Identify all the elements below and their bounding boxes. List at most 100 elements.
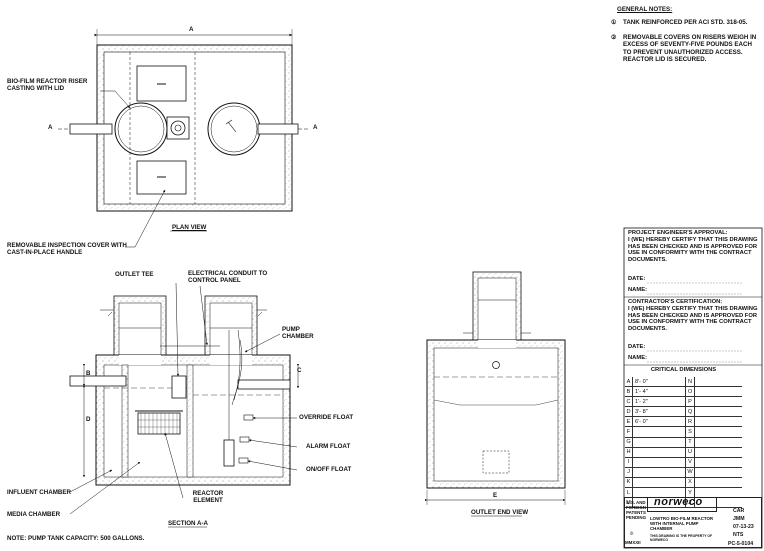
dimension-cell-k2: W bbox=[686, 467, 695, 477]
dimension-cell-blank bbox=[695, 397, 742, 406]
dimension-cell-k: L bbox=[625, 488, 633, 498]
engineer-date-label: DATE: bbox=[628, 276, 646, 282]
norweco-logo: norweco bbox=[654, 496, 703, 508]
drawing-description: LOWTRO BIO-FILM REACTOR WITH INTERNAL PU… bbox=[650, 516, 714, 531]
dimension-cell-blank bbox=[695, 417, 742, 426]
dimension-cell-blank bbox=[695, 407, 742, 416]
engineer-approval: PROJECT ENGINEER'S APPROVAL: I (WE) HERE… bbox=[628, 230, 760, 264]
general-notes-heading: GENERAL NOTES: bbox=[617, 6, 673, 13]
drawing-scale: NTS bbox=[733, 532, 744, 538]
copyright-symbol: © bbox=[630, 531, 634, 536]
dimension-cell-k: A bbox=[625, 377, 633, 387]
dimension-cell-k2: U bbox=[686, 447, 695, 457]
dimension-cell-k: I bbox=[625, 457, 633, 467]
fine-print: THIS DRAWING IS THE PROPERTY OF NORWECO bbox=[650, 534, 713, 542]
end-dim-e: E bbox=[493, 492, 498, 499]
end-view-title: OUTLET END VIEW bbox=[471, 509, 529, 516]
critical-dimensions-title: CRITICAL DIMENSIONS bbox=[650, 367, 717, 373]
dimension-cell-k2: Z bbox=[686, 498, 695, 508]
note-item: ② REMOVABLE COVERS ON RISERS WEIGH IN EX… bbox=[611, 34, 761, 64]
dimension-cell-k: K bbox=[625, 477, 633, 488]
note-item: ① TANK REINFORCED PER ACI STD. 318-05. bbox=[611, 19, 761, 26]
drawn-by: CAR bbox=[733, 508, 745, 514]
dimension-cell-blank bbox=[695, 427, 742, 436]
dimension-cell-blank bbox=[695, 458, 742, 467]
note-number: ① bbox=[611, 19, 617, 27]
dimension-cell-v bbox=[633, 488, 686, 498]
dimension-cell-k: J bbox=[625, 467, 633, 477]
section-view bbox=[69, 282, 300, 528]
dimension-cell-k: B bbox=[625, 387, 633, 397]
dimension-cell-k2: S bbox=[686, 427, 695, 437]
engineer-name-label: NAME: bbox=[628, 287, 647, 293]
media-chamber-label: MEDIA CHAMBER bbox=[7, 511, 61, 518]
dim-b: B bbox=[86, 370, 91, 377]
dimension-cell-k: M bbox=[625, 498, 633, 508]
note-number: ② bbox=[611, 33, 617, 41]
drawing-number: PC-5-0104 bbox=[728, 541, 754, 547]
dimension-cell-k: G bbox=[625, 437, 633, 447]
engineer-approval-body: I (WE) HEREBY CERTIFY THAT THIS DRAWING … bbox=[628, 236, 758, 264]
brand-box bbox=[647, 497, 717, 512]
dimension-cell-blank bbox=[695, 438, 742, 447]
dimension-cell-v bbox=[633, 477, 686, 488]
dimension-cell-blank bbox=[695, 478, 742, 487]
dimension-cell-v bbox=[633, 427, 686, 437]
inspection-cover-label: REMOVABLE INSPECTION COVER WITH CAST-IN-… bbox=[7, 242, 127, 257]
dimension-cell-v bbox=[633, 457, 686, 467]
dimension-cell-k2: P bbox=[686, 397, 695, 407]
pump-chamber-label: PUMP CHAMBER bbox=[282, 326, 314, 341]
alarm-float-label: ALARM FLOAT bbox=[306, 443, 351, 450]
influent-chamber-label: INFLUENT CHAMBER bbox=[7, 489, 71, 496]
dimension-cell-k2: N bbox=[686, 377, 695, 387]
contractor-cert: CONTRACTOR'S CERTIFICATION: I (WE) HEREB… bbox=[628, 299, 760, 333]
section-marker-left: A bbox=[48, 124, 53, 131]
general-notes: GENERAL NOTES: ① TANK REINFORCED PER ACI… bbox=[611, 6, 761, 70]
riser-label: BIO-FILM REACTOR RISER CASTING WITH LID bbox=[7, 78, 88, 93]
dimension-cell-k2: Y bbox=[686, 488, 695, 498]
dimension-cell-v bbox=[633, 498, 686, 508]
dimension-cell-blank bbox=[695, 377, 742, 386]
dimension-cell-blank bbox=[695, 387, 742, 396]
dimension-cell-v bbox=[633, 437, 686, 447]
dimension-cell-v bbox=[633, 467, 686, 477]
dimension-cell-k: F bbox=[625, 427, 633, 437]
plan-dim-a: A bbox=[189, 26, 194, 33]
dim-c: C bbox=[297, 367, 302, 374]
dimension-cell-k: D bbox=[625, 407, 633, 417]
dimension-cell-k: C bbox=[625, 397, 633, 407]
engineer-approval-title: PROJECT ENGINEER'S APPROVAL: bbox=[628, 230, 728, 236]
dimension-cell-k: E bbox=[625, 417, 633, 427]
section-marker-right: A bbox=[313, 124, 318, 131]
plan-view bbox=[58, 29, 308, 248]
reactor-element-label: REACTOR ELEMENT bbox=[192, 490, 224, 505]
dimension-cell-k2: R bbox=[686, 417, 695, 427]
copyright-year: MMXXII bbox=[625, 540, 641, 545]
section-title: SECTION A-A bbox=[168, 520, 208, 527]
capacity-note: NOTE: PUMP TANK CAPACITY: 500 GALLONS. bbox=[7, 535, 145, 542]
contractor-name-label: NAME: bbox=[628, 355, 647, 361]
dimension-cell-k: H bbox=[625, 447, 633, 457]
approved-by: JMM bbox=[733, 516, 745, 522]
dimension-cell-k2: V bbox=[686, 457, 695, 467]
dimension-cell-k2: X bbox=[686, 477, 695, 488]
dimension-cell-blank bbox=[695, 468, 742, 477]
dimension-cell-k2: O bbox=[686, 387, 695, 397]
dimension-cell-v: 1'- 4" bbox=[633, 387, 686, 397]
end-view bbox=[424, 271, 566, 517]
dimension-cell-blank bbox=[695, 448, 742, 457]
onoff-float-label: ON/OFF FLOAT bbox=[306, 466, 352, 473]
